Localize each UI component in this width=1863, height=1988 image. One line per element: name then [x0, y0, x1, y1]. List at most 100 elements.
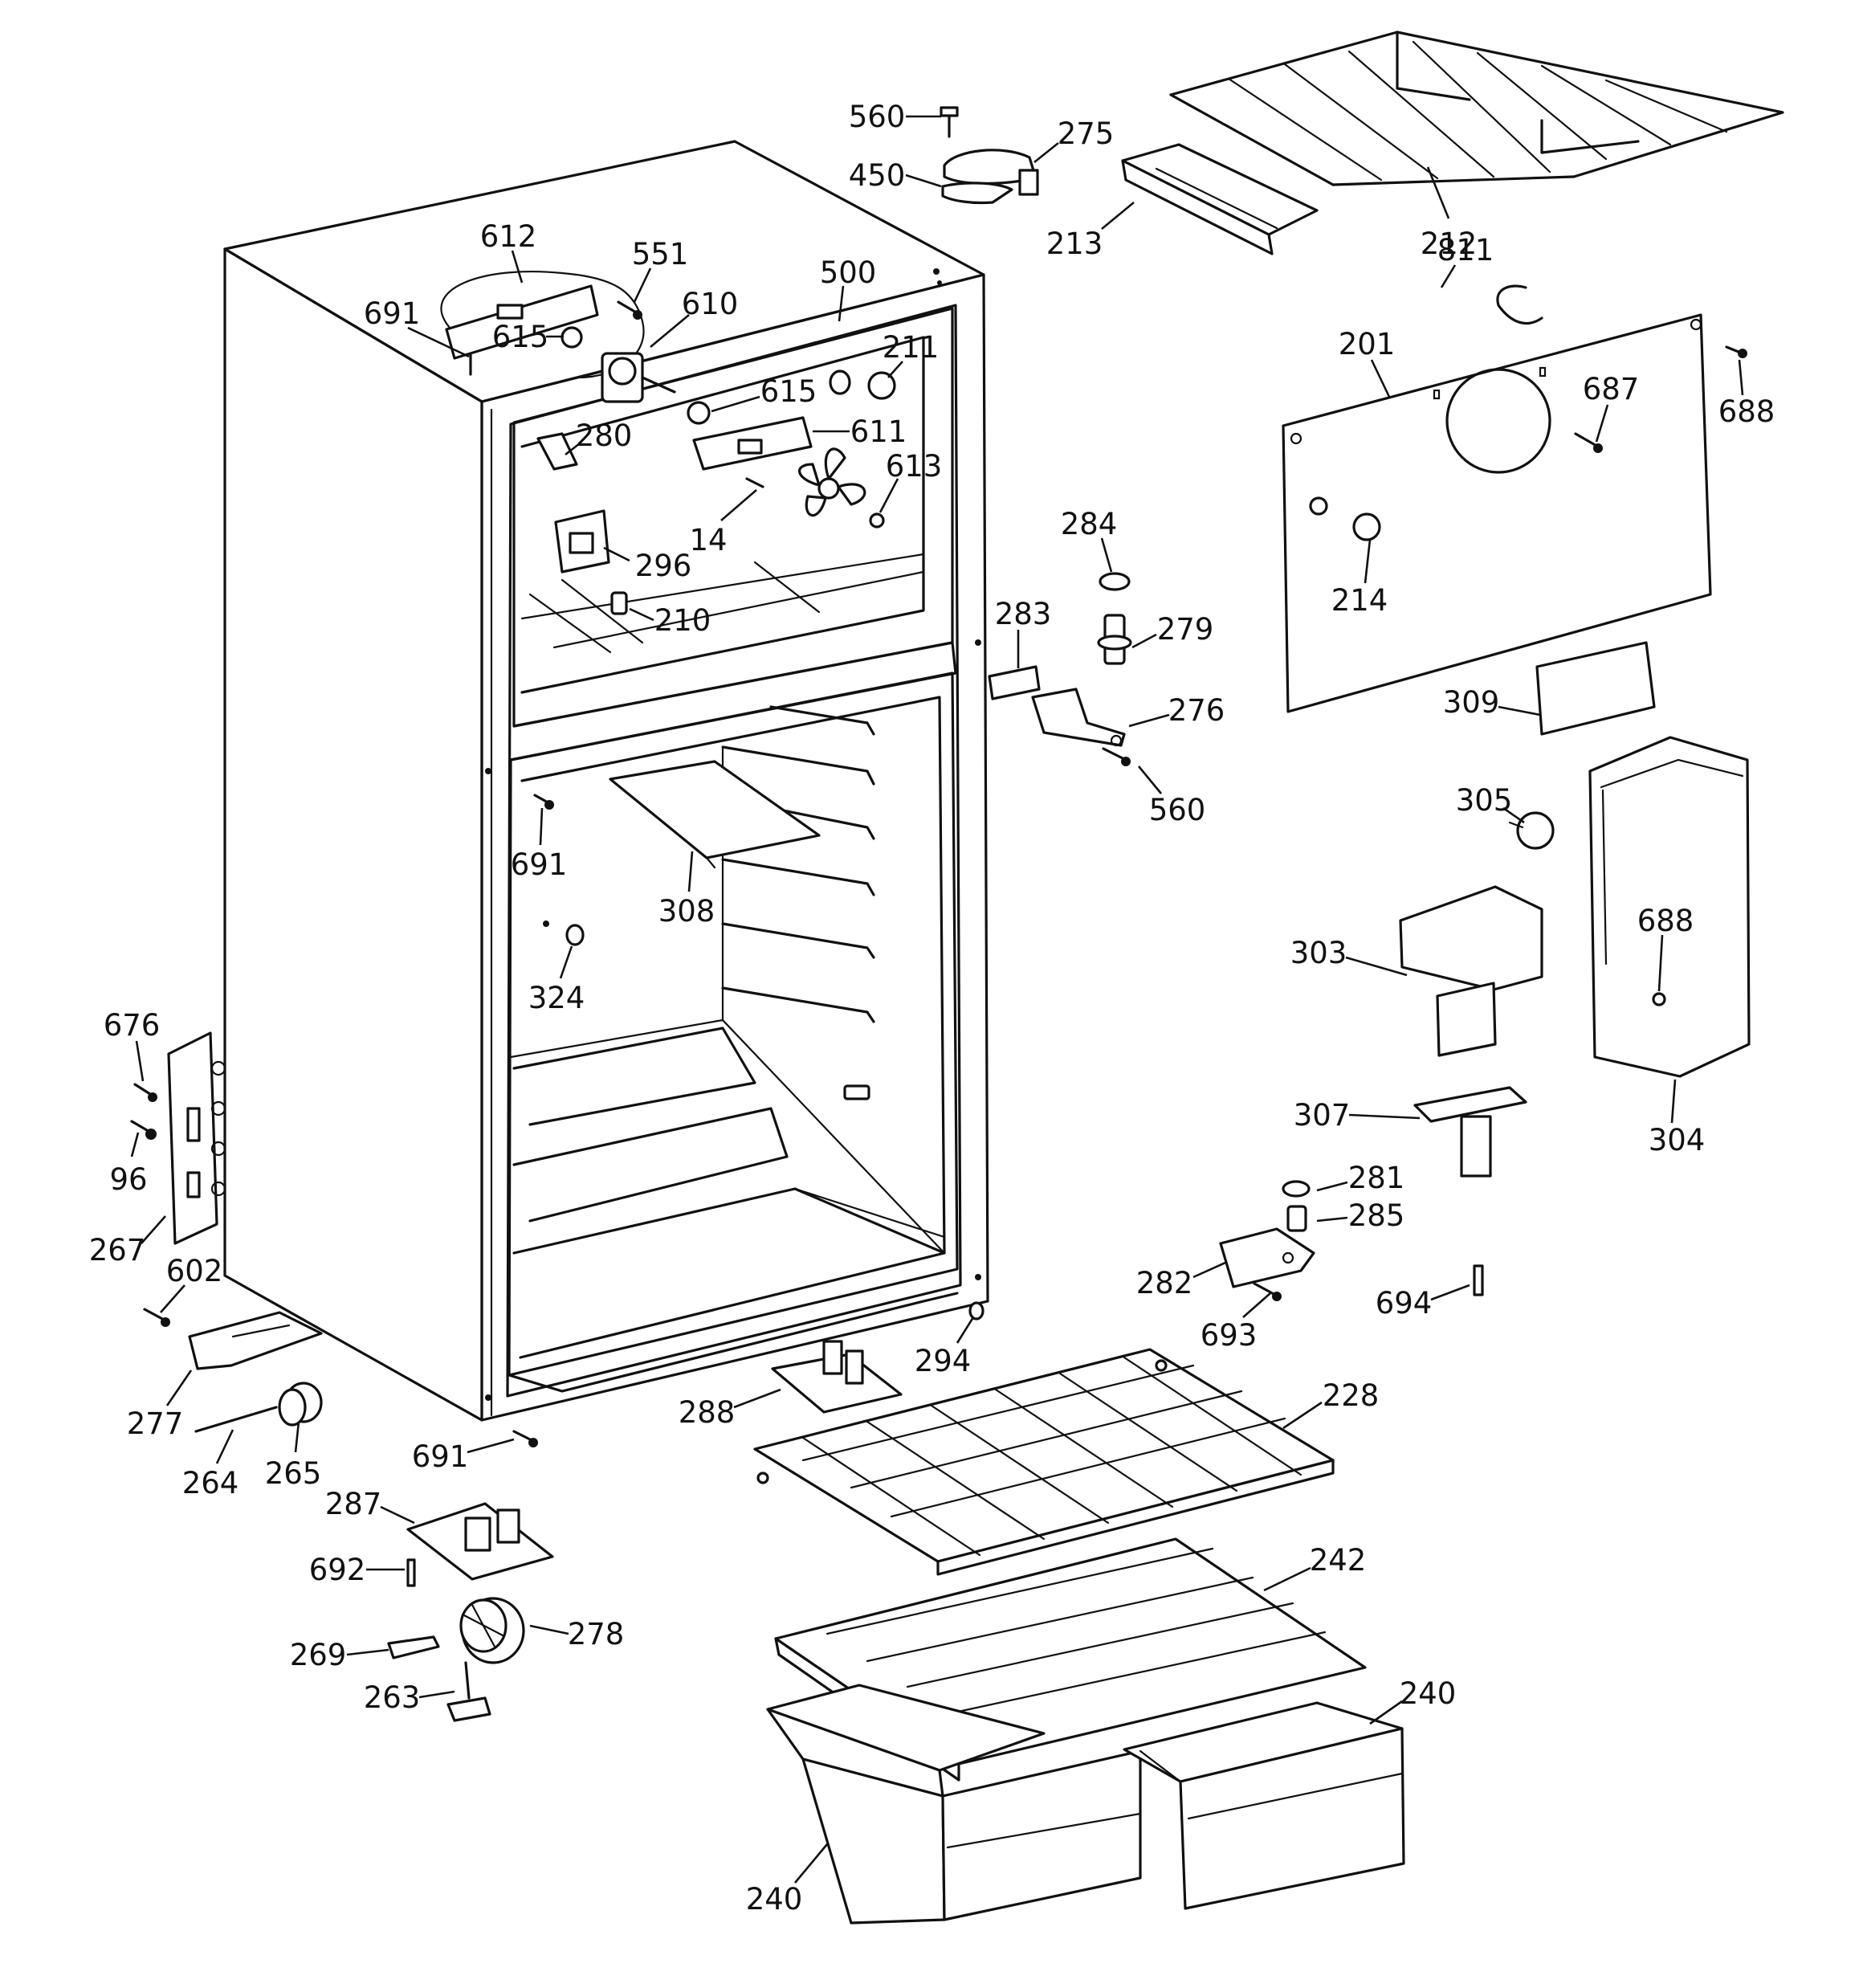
callout-213: 213: [1046, 201, 1135, 261]
part-number-label: 96: [109, 1162, 147, 1197]
leader-line: [407, 326, 470, 358]
shelf-rails: [721, 705, 875, 1023]
callout-242: 242: [1263, 1543, 1366, 1592]
leader-line: [467, 1438, 515, 1454]
part-number-label: 450: [849, 158, 906, 193]
part-number-label: 688: [1718, 394, 1775, 429]
leader-line: [1128, 713, 1170, 728]
part-number-label: 284: [1061, 507, 1118, 541]
part-number-label: 213: [1046, 227, 1103, 261]
leader-line: [1263, 1566, 1311, 1592]
leader-line: [629, 607, 654, 622]
callout-615-b: 615: [711, 374, 817, 413]
leader-line: [1670, 1079, 1677, 1124]
part-number-label: 201: [1339, 327, 1396, 361]
part-number-label: 613: [886, 449, 943, 484]
leader-line: [1137, 765, 1163, 794]
callout-676: 676: [104, 1008, 160, 1082]
leader-line: [418, 1690, 455, 1699]
callout-240-left: 240: [746, 1843, 828, 1917]
part-number-label: 560: [849, 100, 906, 134]
leader-line: [1440, 264, 1457, 288]
part-number-label: 210: [654, 603, 711, 638]
leader-line: [603, 546, 630, 562]
callout-309: 309: [1443, 685, 1541, 720]
part-number-label: 267: [89, 1233, 146, 1268]
hinge-and-shelves: [940, 31, 1784, 736]
control-housing: [968, 736, 1751, 1321]
leader-line: [1100, 537, 1113, 573]
leader-line: [711, 395, 760, 413]
leader-line: [1345, 956, 1408, 977]
callout-288: 288: [679, 1388, 781, 1430]
callout-692: 692: [309, 1553, 405, 1587]
callout-691-bot: 691: [412, 1438, 515, 1474]
leader-line: [1316, 1216, 1348, 1223]
leader-line: [294, 1421, 300, 1453]
part-number-label: 269: [290, 1638, 347, 1672]
callout-693: 693: [1201, 1292, 1271, 1353]
leader-line: [1033, 141, 1059, 164]
part-number-label: 303: [1290, 936, 1347, 970]
callout-811: 811: [1437, 233, 1494, 288]
leader-line: [838, 285, 845, 322]
part-number-label: 500: [820, 255, 877, 290]
leader-line: [1498, 705, 1541, 716]
leader-line: [539, 807, 544, 846]
callout-278: 278: [529, 1617, 624, 1651]
part-number-label: 281: [1348, 1161, 1405, 1195]
callout-612: 612: [480, 219, 536, 284]
leader-line: [733, 1388, 781, 1409]
part-number-label: 691: [412, 1439, 469, 1474]
callout-687: 687: [1583, 372, 1639, 443]
part-number-label: 214: [1331, 583, 1388, 618]
part-number-label: 611: [850, 414, 907, 449]
callout-211: 211: [883, 330, 939, 378]
leader-line: [380, 1505, 415, 1525]
leader-line: [687, 851, 694, 892]
callout-691-top: 691: [364, 296, 470, 358]
part-number-label: 228: [1323, 1378, 1380, 1413]
fresh-food-shelves-and-bins: [753, 1348, 1405, 1925]
freezer-wire-shelf: [1169, 31, 1784, 186]
part-number-label: 240: [746, 1882, 803, 1917]
callout-560-top: 560: [849, 100, 941, 134]
leader-line: [160, 1284, 185, 1313]
part-number-label: 610: [682, 287, 739, 321]
leader-line: [1657, 934, 1664, 992]
callout-284: 284: [1061, 507, 1118, 573]
callout-96: 96: [109, 1132, 148, 1197]
leader-line: [135, 1040, 145, 1082]
callout-265: 265: [265, 1421, 321, 1491]
part-number-label: 308: [658, 894, 715, 929]
callout-277: 277: [127, 1370, 193, 1441]
part-number-label: 693: [1201, 1318, 1258, 1353]
callout-267: 267: [89, 1215, 166, 1268]
leader-line: [141, 1215, 166, 1244]
part-number-label: 694: [1376, 1286, 1433, 1321]
callout-560-mid: 560: [1137, 765, 1205, 827]
callout-280: 280: [565, 418, 632, 456]
callout-201: 201: [1339, 327, 1396, 398]
callout-615-a: 615: [492, 320, 564, 354]
callout-688-top: 688: [1718, 359, 1775, 429]
part-number-label: 263: [364, 1680, 421, 1715]
leader-line: [1595, 404, 1609, 443]
leader-line: [130, 1132, 140, 1157]
part-number-label: 309: [1443, 685, 1500, 720]
leader-line: [529, 1624, 569, 1635]
callout-210: 210: [629, 603, 711, 638]
callout-269: 269: [290, 1638, 389, 1672]
leader-line: [346, 1648, 389, 1656]
part-number-label: 283: [995, 597, 1052, 631]
callout-303: 303: [1290, 936, 1408, 977]
callout-305: 305: [1456, 783, 1525, 824]
leader-line: [1348, 1113, 1421, 1120]
leader-line: [1502, 806, 1525, 824]
cabinet: [223, 140, 989, 1422]
callout-551: 551: [632, 237, 688, 303]
callout-694: 694: [1376, 1284, 1470, 1321]
part-number-label: 212: [1421, 227, 1478, 261]
part-number-label: 288: [679, 1395, 736, 1430]
